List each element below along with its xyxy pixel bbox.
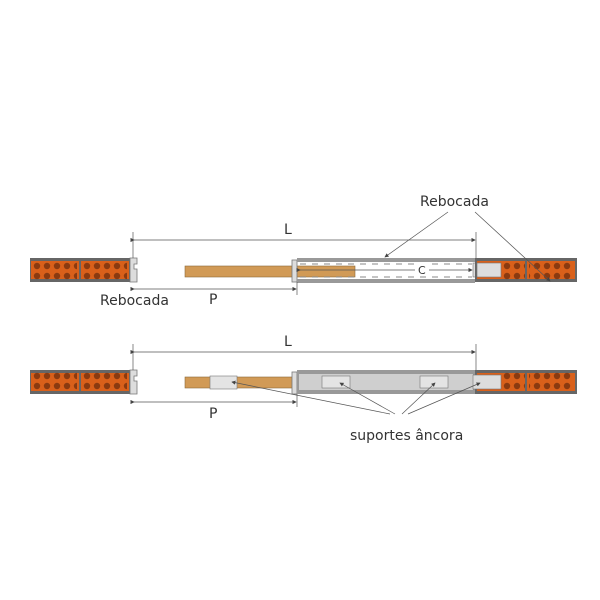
bottom-section: L P suportes âncora [30,334,577,444]
top-section: L P C Rebocada Rebocada [30,194,577,309]
dimension-label-P: P [209,406,217,422]
right-brick-wall [472,370,577,394]
dimension-label-C: C [418,264,426,277]
leader-line [474,211,551,282]
dimension-label-P: P [209,292,217,308]
anchor-bracket [209,375,238,390]
dimension-label-L: L [284,334,292,350]
anchor-bracket [419,375,449,389]
leader-line [231,380,391,415]
label-suportes-ancora: suportes âncora [350,428,463,444]
frame-stop [291,371,298,395]
leader-line [407,382,481,415]
door-leaf [184,265,356,278]
left-jamb-plaster [129,369,138,395]
right-brick-wall [475,258,577,282]
left-brick-wall [30,258,130,282]
dimension-label-L: L [284,222,292,238]
label-rebocada-right: Rebocada [420,194,489,210]
frame-stop [291,259,298,283]
pocket-casing-filled [297,370,475,394]
door-leaf [184,376,298,389]
leader-line [384,211,449,258]
left-brick-wall [30,370,130,394]
leader-line [339,382,396,415]
pocket-casing [297,258,475,283]
left-jamb-plaster [129,257,138,283]
label-rebocada-left: Rebocada [100,293,169,309]
leader-line [401,382,436,415]
